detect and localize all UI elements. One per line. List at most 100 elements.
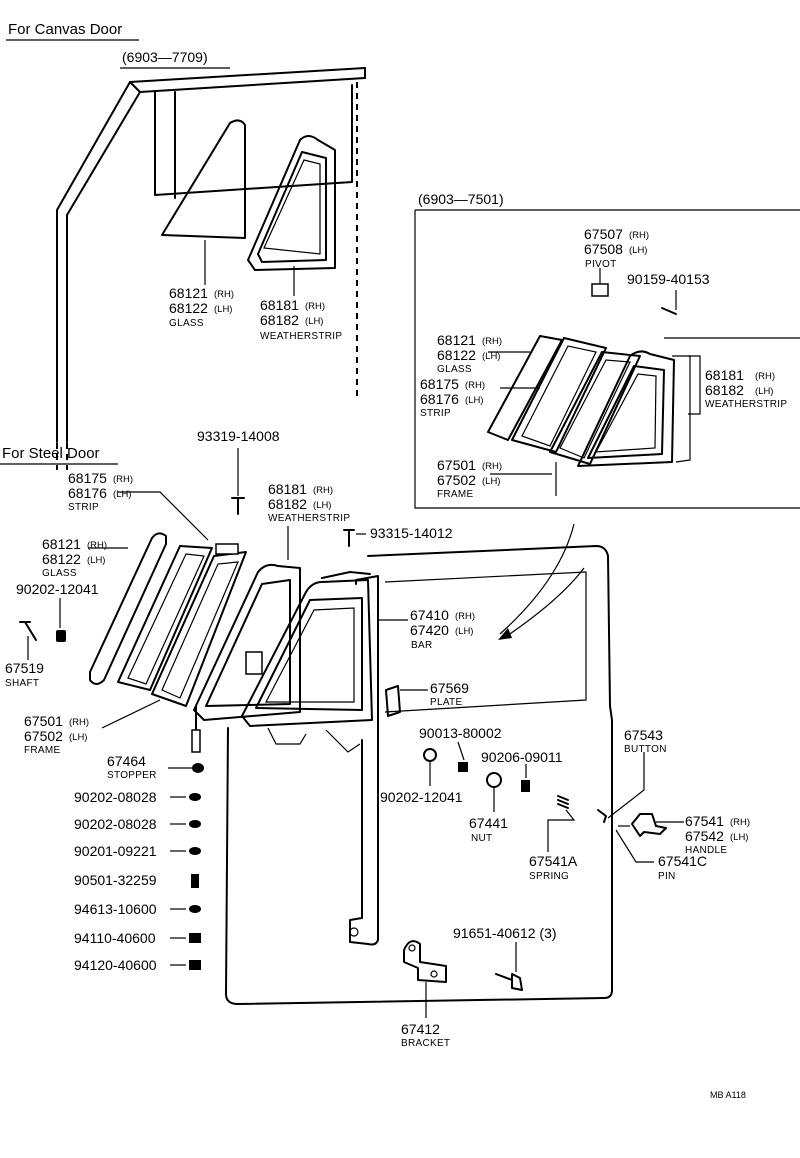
svg-text:PIVOT: PIVOT [585,259,617,270]
svg-text:PLATE: PLATE [430,697,462,708]
svg-text:(RH): (RH) [113,474,133,485]
svg-text:68122: 68122 [42,551,81,567]
hardware-column-labels: 90202-08028 90202-08028 90201-09221 9050… [74,789,157,973]
svg-text:STOPPER: STOPPER [107,770,157,781]
steel-middle-parts [423,741,530,812]
inset-range: (6903—7501) [418,191,504,207]
svg-text:(LH): (LH) [305,316,323,327]
svg-text:94120-40600: 94120-40600 [74,957,157,973]
steel-screw-mid [343,529,366,547]
svg-text:68181: 68181 [268,481,307,497]
svg-text:(RH): (RH) [455,611,475,622]
svg-text:67519: 67519 [5,660,44,676]
svg-text:(RH): (RH) [465,380,485,391]
svg-text:(LH): (LH) [629,245,647,256]
svg-text:(RH): (RH) [305,301,325,312]
steel-washer-left-label: 90202-12041 [16,581,99,597]
svg-text:68182: 68182 [705,382,744,398]
steel-bolt-label: 91651-40612 (3) [453,925,557,941]
svg-text:(LH): (LH) [113,489,131,500]
canvas-glass-label: 68121 (RH) 68122 (LH) GLASS [169,285,234,329]
steel-frame-label: 67501 (RH) 67502 (LH) FRAME [24,713,89,756]
steel-washer-mid-label: 90202-12041 [380,789,463,805]
steel-bolt [495,942,523,991]
svg-text:WEATHERSTRIP: WEATHERSTRIP [268,513,350,524]
svg-text:STRIP: STRIP [68,502,99,513]
inset-frame-label: 67501 (RH) 67502 (LH) FRAME [437,457,502,500]
inset-pivot [591,268,609,297]
inset-pivot-label: 67507 (RH) 67508 (LH) PIVOT [584,226,649,270]
svg-text:(RH): (RH) [69,717,89,728]
svg-text:GLASS: GLASS [437,364,472,375]
steel-screw-mid-label: 93315-14012 [370,525,453,541]
svg-text:BRACKET: BRACKET [401,1038,450,1049]
svg-text:FRAME: FRAME [437,489,474,500]
svg-text:(LH): (LH) [313,500,331,511]
steel-screw-top-label: 93319-14008 [197,428,280,444]
svg-text:68122: 68122 [437,347,476,363]
svg-text:(RH): (RH) [482,461,502,472]
heading-canvas-door: For Canvas Door [8,21,122,38]
steel-stopper-label: 67464 STOPPER [107,753,157,781]
svg-text:(LH): (LH) [87,555,105,566]
svg-text:90202-08028: 90202-08028 [74,789,157,805]
inset-screw [661,290,677,315]
steel-bar [241,571,379,946]
svg-text:(LH): (LH) [730,832,748,843]
inset-weatherstrip-bracket [688,355,701,415]
canvas-weatherstrip [247,135,336,271]
svg-text:67542: 67542 [685,828,724,844]
steel-glass [89,532,167,685]
svg-text:68175: 68175 [420,376,459,392]
svg-text:67569: 67569 [430,680,469,696]
canvas-glass [161,119,246,239]
pn-90206-label: 90206-09011 [481,749,563,765]
inset-strip [511,337,607,453]
steel-plate [385,685,401,717]
canvas-range: (6903—7709) [122,49,208,65]
svg-text:STRIP: STRIP [420,408,451,419]
steel-weatherstrip-label: 68181 (RH) 68182 (LH) WEATHERSTRIP [268,481,350,524]
svg-text:GLASS: GLASS [42,568,77,579]
steel-bracket-label: 67412 BRACKET [401,1021,450,1049]
svg-text:WEATHERSTRIP: WEATHERSTRIP [260,331,342,342]
steel-weatherstrip [193,563,301,721]
svg-text:PIN: PIN [658,871,676,882]
svg-text:67420: 67420 [410,622,449,638]
svg-text:68121: 68121 [437,332,476,348]
svg-text:BAR: BAR [411,640,432,651]
svg-text:67543: 67543 [624,727,663,743]
svg-text:WEATHERSTRIP: WEATHERSTRIP [705,399,787,410]
steel-door-panel [225,545,613,1005]
svg-text:SPRING: SPRING [529,871,569,882]
svg-text:67441: 67441 [469,815,508,831]
steel-bar-label: 67410 (RH) 67420 (LH) BAR [410,607,475,651]
inset-frame [549,351,641,496]
svg-text:(LH): (LH) [465,395,483,406]
steel-glass-label: 68121 (RH) 68122 (LH) GLASS [42,536,107,579]
steel-shaft [19,621,37,660]
svg-text:67507: 67507 [584,226,623,242]
svg-text:(RH): (RH) [629,230,649,241]
steel-washer-left [56,598,66,642]
svg-text:68182: 68182 [268,496,307,512]
svg-text:67541C: 67541C [658,853,707,869]
steel-handle-group [597,752,684,863]
steel-shaft-label: 67519 SHAFT [5,660,44,689]
heading-steel-door: For Steel Door [2,445,100,462]
svg-text:68176: 68176 [420,391,459,407]
svg-text:(RH): (RH) [313,485,333,496]
svg-text:(RH): (RH) [87,540,107,551]
svg-text:67410: 67410 [410,607,449,623]
svg-text:68176: 68176 [68,485,107,501]
svg-text:68181: 68181 [705,367,744,383]
svg-text:(LH): (LH) [214,304,232,315]
svg-text:67501: 67501 [437,457,476,473]
steel-nut-label: 67441 NUT [469,815,508,844]
svg-text:67502: 67502 [437,472,476,488]
svg-text:94613-10600: 94613-10600 [74,901,157,917]
steel-handle-label: 67541 (RH) 67542 (LH) HANDLE [685,813,750,856]
svg-text:67541: 67541 [685,813,724,829]
inset-box [414,209,800,509]
